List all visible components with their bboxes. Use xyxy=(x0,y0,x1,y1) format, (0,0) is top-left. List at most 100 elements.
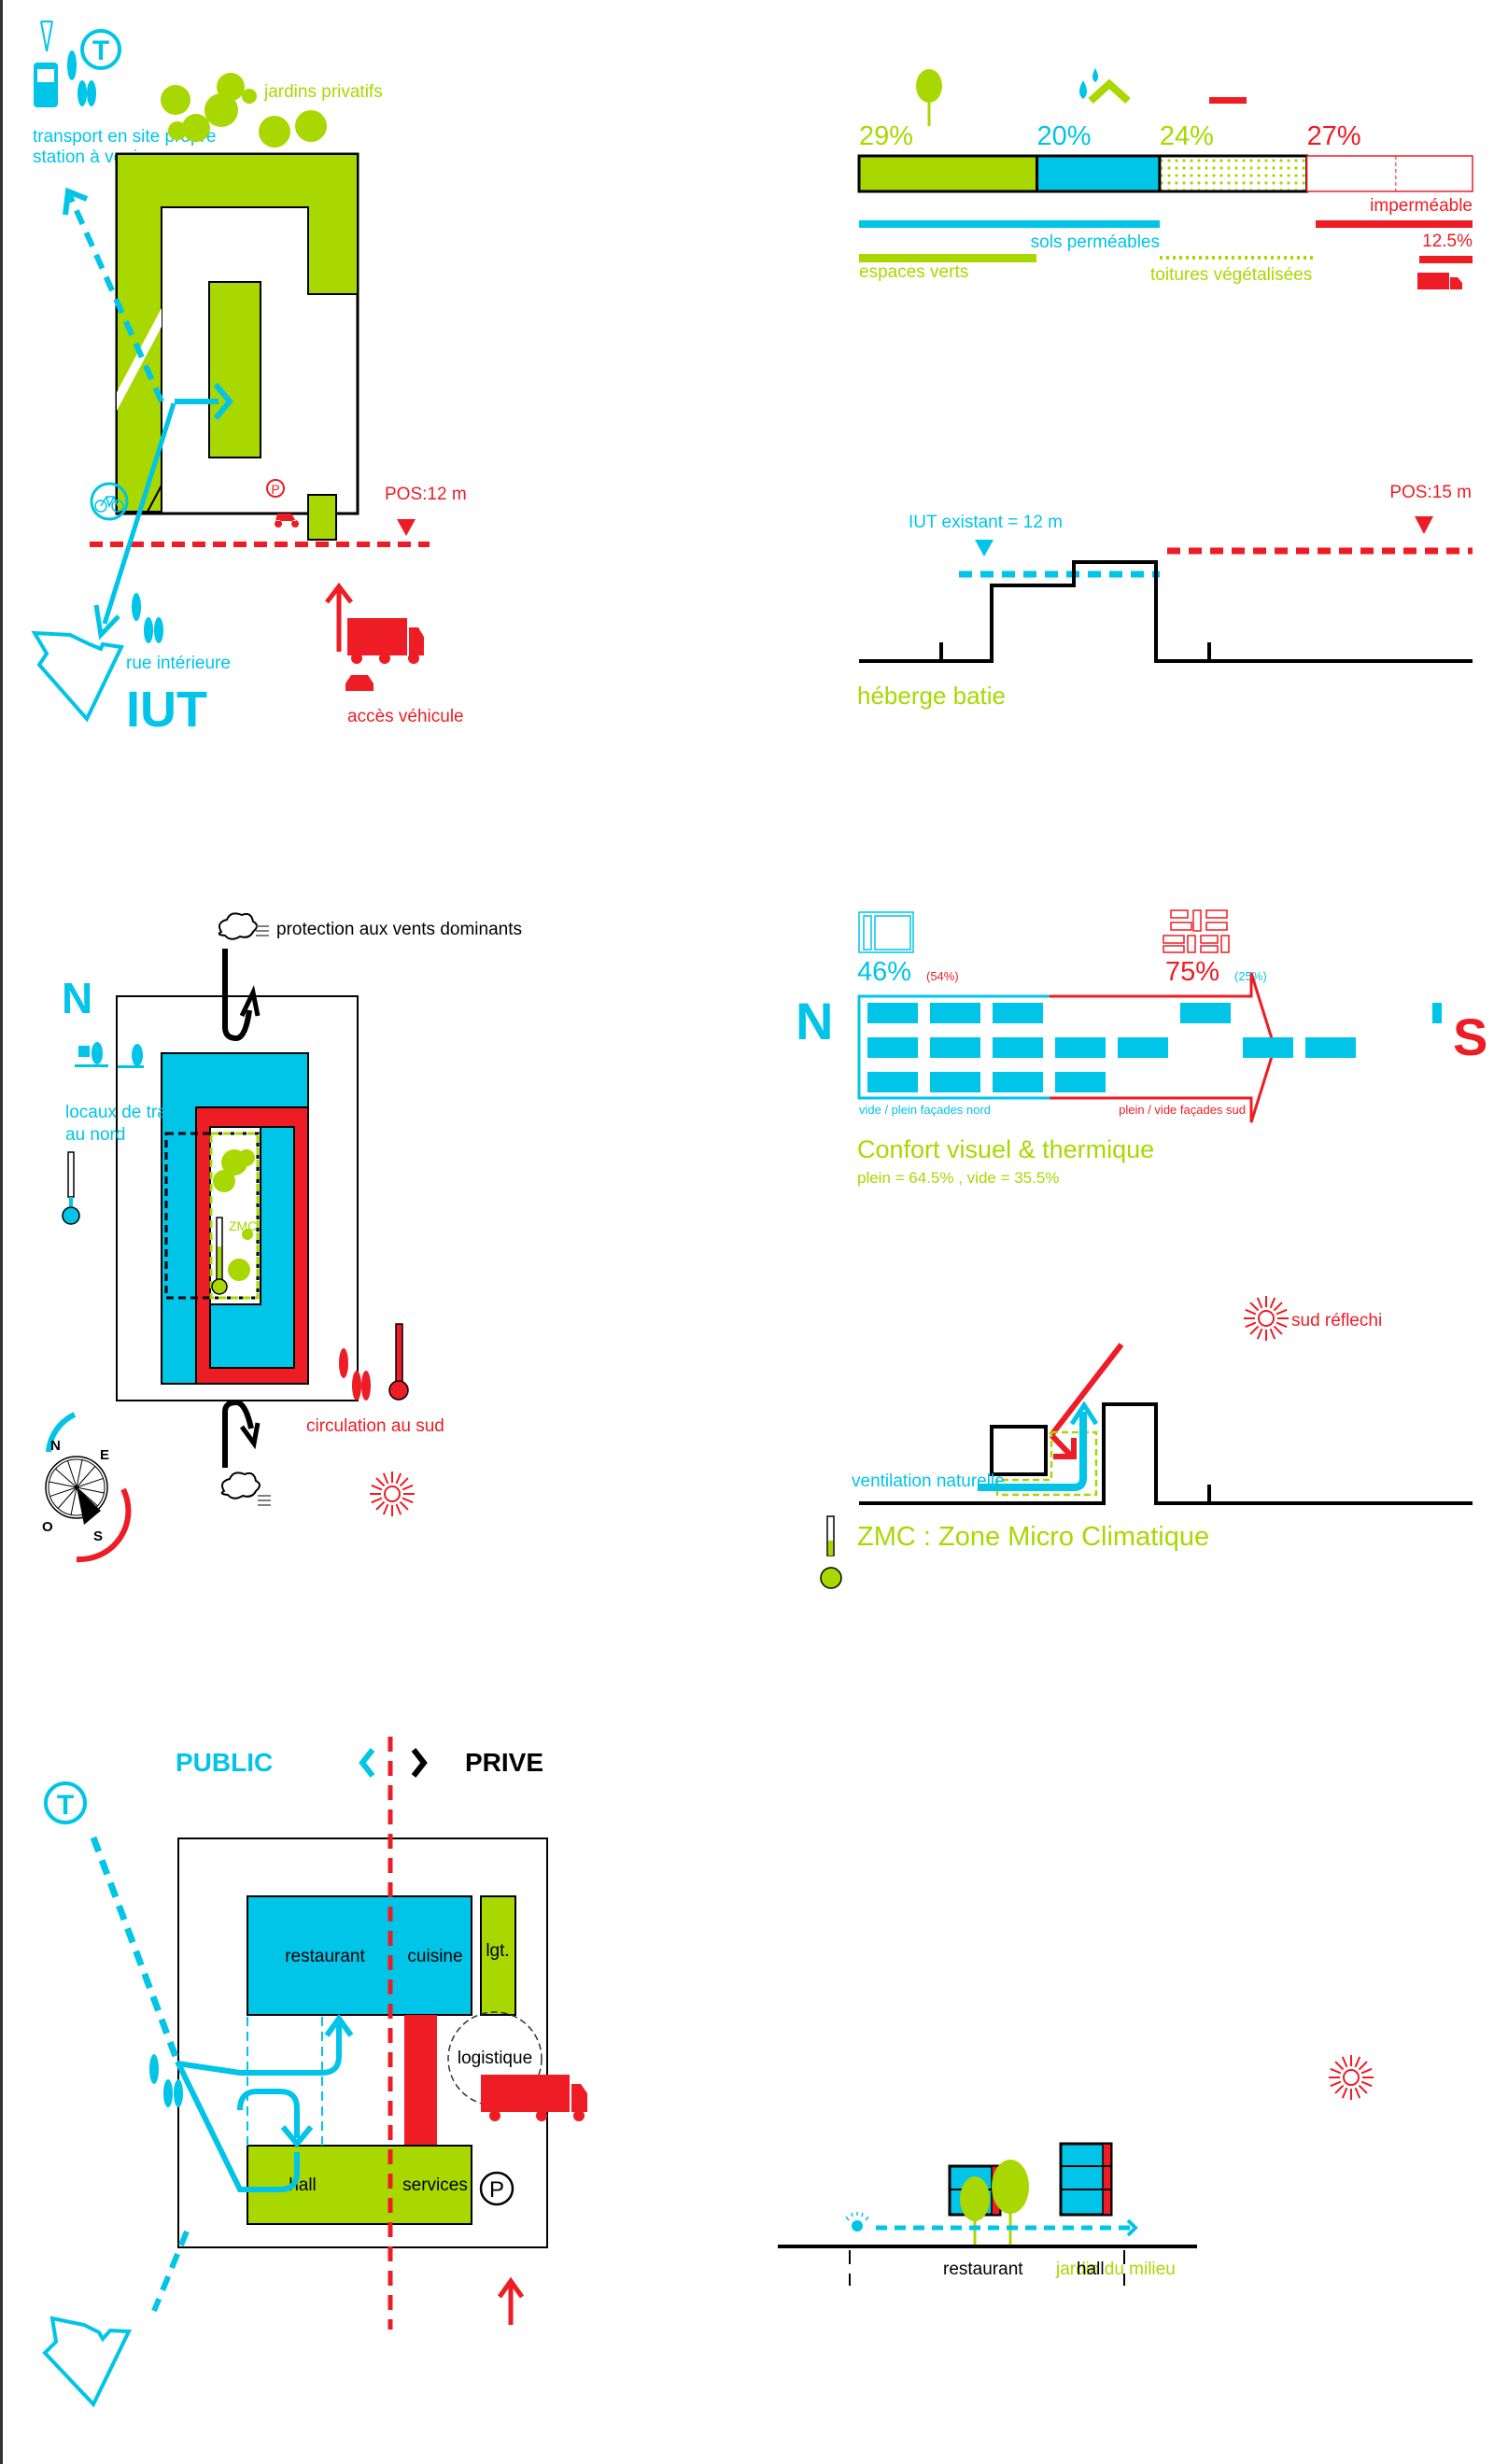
kitchen-label: cuisine xyxy=(407,1947,462,1966)
public-label: PUBLIC xyxy=(176,1748,273,1777)
window-opening xyxy=(930,1037,980,1058)
impermeable-legend-bar xyxy=(1316,220,1473,228)
pedestrians-icon xyxy=(149,2054,183,2107)
svg-text:P: P xyxy=(271,482,279,497)
restaurant-label: restaurant xyxy=(943,2260,1023,2279)
parking-icon xyxy=(266,479,285,498)
building-block xyxy=(990,1425,1048,1476)
compass-s: S xyxy=(93,1528,103,1544)
pct-label-green: 29% xyxy=(859,121,913,151)
scooter-icon xyxy=(275,514,300,528)
public-path xyxy=(175,2060,300,2192)
restaurant-label: restaurant xyxy=(285,1947,365,1966)
heberge-batie-caption: héberge batie xyxy=(857,682,1006,710)
panel-facades: 46% (54%) 75% (25%) N S vide / plein faç… xyxy=(796,909,1487,1187)
tram-path-dashed xyxy=(67,194,164,403)
window-opening xyxy=(1180,1003,1231,1023)
south-facade-caption: plein / vide façades sud xyxy=(1119,1103,1246,1117)
cloud-icon xyxy=(220,1471,261,1500)
window-north-icon xyxy=(858,911,914,953)
wind-deflection-arrow xyxy=(222,949,252,1042)
reflected-south-label: sud réflechi xyxy=(1291,1311,1382,1331)
compass-n: N xyxy=(50,1438,61,1454)
restaurant-kitchen-block xyxy=(247,1895,472,2016)
permeable-legend-bar xyxy=(859,220,1160,228)
north-solid-pct: (54%) xyxy=(926,969,959,983)
bar-green-roofs xyxy=(1158,154,1309,193)
pos-15-marker xyxy=(1415,516,1433,534)
window-opening xyxy=(867,1003,918,1023)
south-solid-pct: 75% xyxy=(1165,957,1219,987)
pos-label: POS:12 m xyxy=(385,485,467,504)
vehicle-access-label: accès véhicule xyxy=(347,707,464,726)
compass-rose: N E O S xyxy=(42,1412,132,1563)
page-left-border xyxy=(0,0,3,2464)
window-opening xyxy=(1432,1003,1442,1023)
garden-trees xyxy=(161,73,327,148)
office-workers-icon xyxy=(75,1042,144,1068)
iut-label: IUT xyxy=(126,682,207,738)
pct-label-impermeable: 27% xyxy=(1307,121,1361,151)
window-opening xyxy=(930,1003,980,1023)
service-corridor xyxy=(404,2015,437,2146)
pct-label-permeable: 20% xyxy=(1037,121,1092,151)
arrow-into-courtyard xyxy=(213,383,233,420)
green-block-small xyxy=(307,494,337,541)
rue-interieure-label: rue intérieure xyxy=(126,654,231,673)
south-sector-arc xyxy=(76,1487,132,1563)
cloud-icon xyxy=(218,912,258,940)
gardens-label: jardins privatifs xyxy=(263,82,383,102)
panel-public-private: PUBLIC PRIVE T restaurant cuisine lgt. h… xyxy=(42,1737,587,2408)
north-sector-arc xyxy=(46,1412,77,1453)
zmc-label: ZMC xyxy=(229,1218,257,1233)
roofs-label: toitures végétalisées xyxy=(1150,265,1312,285)
wind-lines-icon xyxy=(258,1495,271,1506)
bar-permeable xyxy=(1036,154,1162,193)
comfort-ratio: plein = 64.5% , vide = 35.5% xyxy=(857,1169,1059,1187)
courtyard-trees xyxy=(213,1149,255,1281)
sun-icon xyxy=(1244,1296,1289,1341)
thermometer-green-icon xyxy=(211,1217,228,1295)
stacked-bar xyxy=(857,154,1473,193)
chevron-right-icon xyxy=(411,1748,428,1778)
green-legend-bar xyxy=(859,254,1036,262)
compass-o: O xyxy=(42,1519,53,1535)
south-circulation-label: circulation au sud xyxy=(306,1416,444,1436)
thermometer-hot-icon xyxy=(388,1323,409,1401)
window-opening xyxy=(993,1037,1043,1058)
impermeable-icon xyxy=(1209,97,1247,104)
bicycle-icon xyxy=(90,482,129,521)
garden-trees xyxy=(960,2160,1029,2246)
bar-impermeable xyxy=(1305,155,1473,192)
thermometer-cold-icon xyxy=(62,1151,80,1225)
facade-arrow-north-part xyxy=(857,994,1050,1100)
ventilation-label: ventilation naturelle xyxy=(852,1471,1005,1491)
pedestrians-red-icon xyxy=(339,1348,371,1401)
green-block-center xyxy=(208,281,261,458)
south-letter: S xyxy=(1453,1007,1487,1066)
impermeable-sub-bar xyxy=(1419,256,1473,263)
window-opening xyxy=(1055,1037,1106,1058)
roof-icon xyxy=(1088,78,1131,104)
sun-icon xyxy=(370,1471,415,1516)
panel-surface-chart: 29% 20% 24% 27% imperméable sols perméab… xyxy=(857,68,1473,289)
pedestrians-icon xyxy=(67,50,96,106)
north-void-pct: 46% xyxy=(857,957,911,987)
tree-icon xyxy=(916,69,942,126)
iut-height-marker xyxy=(975,540,994,556)
eye-icon xyxy=(845,2212,869,2232)
hall-label: hall xyxy=(1077,2260,1105,2279)
section-markers xyxy=(849,2250,1125,2286)
truck-icon xyxy=(481,2075,587,2121)
housing-label: lgt. xyxy=(486,1941,509,1961)
car-icon xyxy=(345,675,374,691)
pedestrians-icon xyxy=(132,593,163,643)
zmc-dashed-zone xyxy=(995,1430,1098,1497)
tram-station-icon: T xyxy=(80,29,121,70)
iut-building-outline xyxy=(31,630,124,723)
pct-label-roofs: 24% xyxy=(1160,121,1214,151)
pos-15-label: POS:15 m xyxy=(1389,483,1472,502)
impermeable-sub-value: 12.5% xyxy=(1422,232,1473,251)
panel-height-section: IUT existant = 12 m POS:15 m héberge bat… xyxy=(857,483,1473,710)
